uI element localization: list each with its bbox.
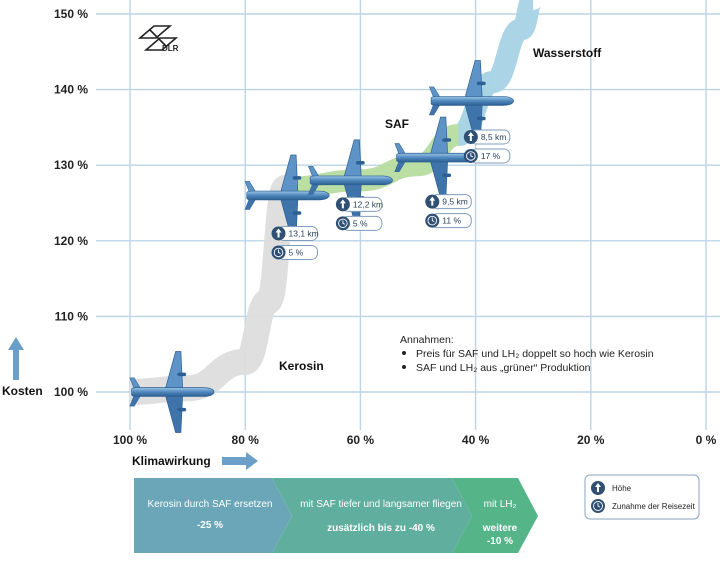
airplane-icon [129,351,215,433]
x-tick-label: 100 % [113,433,147,447]
x-tick-label: 20 % [577,433,605,447]
clock-face [593,501,603,511]
dlr-logo-text: DLR [162,44,179,53]
x-tick-label: 40 % [462,433,490,447]
legend-hoehe: Höhe [612,484,632,493]
dlr-logo-mark [137,25,179,51]
step-3-value-line1: weitere [482,523,518,534]
y-tick-label: 150 % [54,7,88,21]
clock-face [273,247,284,258]
x-axis-title: Klimawirkung [132,452,258,470]
grid [96,0,720,430]
altitude-value: 13,1 km [289,228,319,238]
step-1-label: Kerosin durch SAF ersetzen [147,499,272,510]
step-3-arrow [452,478,538,553]
step-1-value: -25 % [197,520,223,531]
y-axis-title: Kosten [2,337,43,398]
altitude-arrow-glyph [467,131,474,141]
y-tick-label: 100 % [54,385,88,399]
legend-reisezeit: Zunahme der Reisezeit [612,502,695,511]
y-tick-label: 110 % [55,309,89,323]
label-saf: SAF [385,117,409,131]
series-band-kerosin [129,174,299,405]
x-tick-labels: 100 % 80 % 60 % 40 % 20 % 0 % [113,433,717,447]
clock-face [338,218,348,229]
clock-hands [342,220,346,225]
legend: Höhe Zunahme der Reisezeit [584,474,700,520]
clock-face [466,151,476,161]
assumption-2: SAF und LH₂ aus „grüner“ Produktion [416,362,591,374]
step-2-label: mit SAF tiefer und langsamer fliegen [300,499,462,510]
clock-hands [597,503,601,508]
step-2-arrow [272,478,472,553]
clock-hands [470,152,474,158]
reduction-steps: Kerosin durch SAF ersetzen -25 % mit SAF… [134,478,538,553]
airplane-icon [244,154,330,237]
right-arrow-icon [222,452,258,470]
altitude-value: 8,5 km [481,132,507,142]
step-1-arrow [134,478,292,553]
bullet-dot [402,351,406,355]
altitude-value: 9,5 km [442,197,468,207]
series-bands [129,0,542,405]
travel-time-value: 11 % [442,216,461,226]
assumption-1: Preis für SAF und LH₂ doppelt so hoch wi… [416,348,654,360]
step-3-label: mit LH₂ [484,499,517,510]
label-kerosin: Kerosin [279,359,324,373]
assumptions-heading: Annahmen: [400,334,454,346]
altitude-arrow-glyph [595,483,601,492]
x-tick-label: 0 % [696,433,717,447]
assumptions-note: Annahmen: Preis für SAF und LH₂ doppelt … [400,334,654,374]
clock-hands [431,217,435,223]
up-arrow-icon [8,337,24,380]
step-3-value-line2: -10 % [487,536,513,547]
x-axis-label: Klimawirkung [132,454,211,468]
badges: 13,1 km 5 % 12,2 km 5 % 9,5 km 11 % 8,5 km 17 % [271,129,511,260]
altitude-arrow-glyph [429,196,436,206]
step-2-value: zusätzlich bis zu -40 % [327,523,435,534]
bullet-dot [402,365,406,369]
y-tick-label: 120 % [54,234,88,248]
x-tick-label: 80 % [232,433,260,447]
altitude-value: 12,2 km [353,199,383,209]
clock-face [427,215,438,226]
label-wasserstoff: Wasserstoff [533,46,602,60]
clock-hands [278,249,281,254]
dlr-logo: DLR [137,25,179,53]
x-tick-label: 60 % [347,433,375,447]
y-axis-label: Kosten [2,384,43,398]
altitude-arrow-glyph [275,228,282,238]
travel-time-value: 5 % [289,247,304,257]
travel-time-value: 17 % [481,151,501,161]
y-tick-labels: 100 % 110 % 120 % 130 % 140 % 150 % [54,7,88,399]
altitude-arrow-glyph [339,199,346,209]
y-tick-label: 130 % [54,158,88,172]
y-tick-label: 140 % [54,83,88,97]
legend-box [584,474,700,520]
travel-time-value: 5 % [353,218,368,228]
